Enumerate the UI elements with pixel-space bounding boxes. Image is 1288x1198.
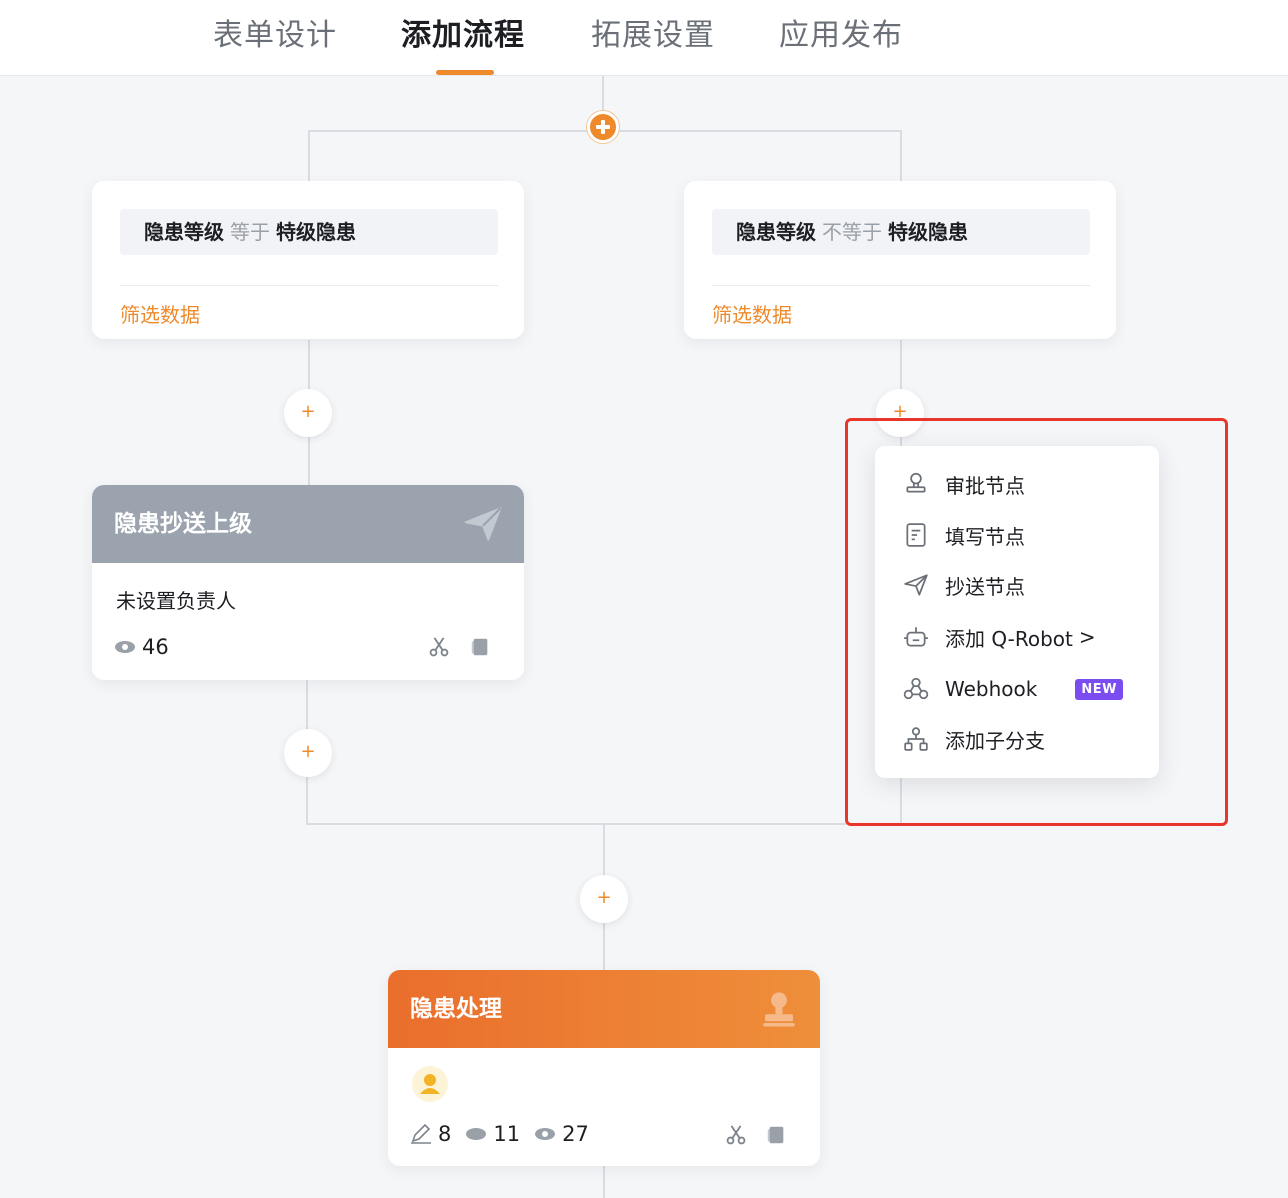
- comment-count: 11: [493, 1122, 521, 1146]
- copy-icon[interactable]: [765, 1124, 787, 1146]
- menu-item-label: 添加 Q-Robot: [945, 626, 1073, 651]
- avatar[interactable]: [412, 1066, 448, 1102]
- stamp-icon: [763, 992, 795, 1027]
- menu-item-label: Webhook: [945, 677, 1038, 701]
- top-tab-bar: 表单设计 添加流程 拓展设置 应用发布: [0, 0, 1288, 76]
- add-branch-button[interactable]: [587, 111, 619, 143]
- eye-icon: [115, 641, 135, 653]
- form-icon: [906, 523, 926, 547]
- filter-data-link[interactable]: 筛选数据: [120, 303, 200, 327]
- menu-item-fill-node[interactable]: 填写节点: [903, 517, 1143, 553]
- filter-data-link[interactable]: 筛选数据: [712, 303, 792, 327]
- add-node-button[interactable]: +: [580, 875, 628, 923]
- menu-item-cc-node[interactable]: 抄送节点: [903, 567, 1143, 603]
- add-node-menu: 审批节点 填写节点 抄送节点 添加 Q-Robot > Webh: [875, 446, 1159, 778]
- menu-item-label: 审批节点: [945, 473, 1025, 498]
- divider: [712, 285, 1090, 286]
- chevron-right-icon: >: [1078, 625, 1096, 649]
- menu-item-label: 抄送节点: [945, 574, 1025, 599]
- condition-field: 隐患等级: [144, 220, 224, 244]
- connector-line: [602, 76, 604, 114]
- condition-expression: 隐患等级等于特级隐患: [120, 209, 498, 255]
- node-title: 隐患抄送上级: [114, 511, 252, 537]
- webhook-icon: [903, 677, 929, 700]
- menu-item-approval-node[interactable]: 审批节点: [903, 466, 1143, 502]
- condition-operator: 不等于: [822, 220, 882, 244]
- user-icon: [420, 1074, 440, 1094]
- menu-item-label: 添加子分支: [945, 728, 1045, 753]
- node-title: 隐患处理: [410, 996, 502, 1022]
- copy-icon[interactable]: [469, 636, 491, 658]
- edit-count: 8: [438, 1122, 452, 1146]
- scissors-icon[interactable]: [725, 1124, 747, 1146]
- paper-plane-icon: [904, 574, 928, 596]
- tab-extend-settings[interactable]: 拓展设置: [591, 18, 715, 53]
- node-stats: 8 11 27: [410, 1122, 589, 1146]
- new-badge: NEW: [1075, 678, 1123, 700]
- cc-node-card[interactable]: 隐患抄送上级 未设置负责人 46: [92, 485, 524, 680]
- branch-icon: [904, 727, 928, 751]
- active-tab-indicator: [436, 70, 494, 75]
- condition-field: 隐患等级: [736, 220, 816, 244]
- menu-item-add-sub-branch[interactable]: 添加子分支: [903, 721, 1143, 757]
- connector-line: [603, 1165, 605, 1198]
- scissors-icon[interactable]: [428, 636, 450, 658]
- menu-item-add-q-robot[interactable]: 添加 Q-Robot >: [903, 619, 1143, 655]
- node-header: 隐患处理: [388, 970, 820, 1048]
- assignee-text: 未设置负责人: [116, 589, 236, 613]
- paper-plane-icon: [464, 507, 502, 541]
- robot-icon: [904, 627, 928, 647]
- condition-card-equal[interactable]: 隐患等级等于特级隐患 筛选数据: [92, 181, 524, 339]
- tab-app-publish[interactable]: 应用发布: [779, 18, 903, 53]
- condition-card-not-equal[interactable]: 隐患等级不等于特级隐患 筛选数据: [684, 181, 1116, 339]
- condition-expression: 隐患等级不等于特级隐患: [712, 209, 1090, 255]
- add-node-button[interactable]: +: [876, 389, 924, 437]
- tab-form-design[interactable]: 表单设计: [213, 18, 337, 53]
- stamp-icon: [906, 472, 926, 493]
- add-node-button[interactable]: +: [284, 389, 332, 437]
- process-node-card[interactable]: 隐患处理 8 11: [388, 970, 820, 1166]
- eye-icon: [535, 1128, 556, 1140]
- menu-item-webhook[interactable]: Webhook NEW: [903, 671, 1143, 707]
- highlight-box: [845, 418, 1228, 826]
- connector-line: [308, 130, 310, 182]
- condition-value: 特级隐患: [276, 220, 356, 244]
- connector-line: [900, 130, 902, 182]
- add-node-button[interactable]: +: [284, 729, 332, 777]
- tab-add-process[interactable]: 添加流程: [401, 18, 525, 53]
- edit-icon: [411, 1124, 431, 1144]
- comment-icon: [466, 1128, 487, 1140]
- divider: [120, 285, 498, 286]
- menu-item-label: 填写节点: [945, 524, 1025, 549]
- view-count: 46: [142, 635, 169, 659]
- condition-value: 特级隐患: [888, 220, 968, 244]
- condition-operator: 等于: [230, 220, 270, 244]
- view-count: 27: [562, 1122, 589, 1146]
- node-stats: 46: [114, 635, 169, 659]
- node-header: 隐患抄送上级: [92, 485, 524, 563]
